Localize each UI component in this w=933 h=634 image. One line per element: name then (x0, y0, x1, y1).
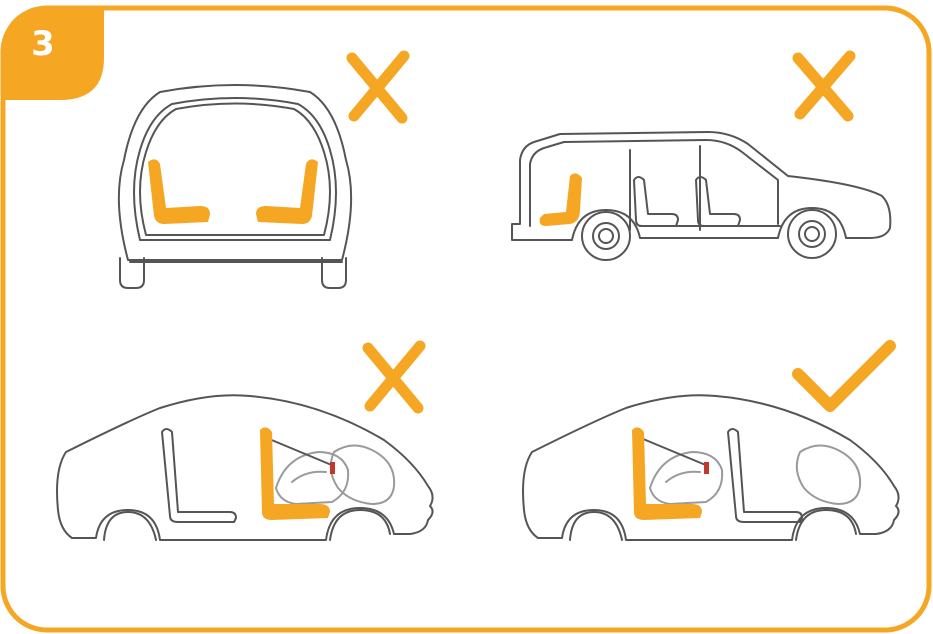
belt-clip (330, 462, 335, 474)
card-frame (3, 8, 929, 630)
belt-clip (704, 462, 709, 474)
step-number: 3 (8, 24, 78, 64)
